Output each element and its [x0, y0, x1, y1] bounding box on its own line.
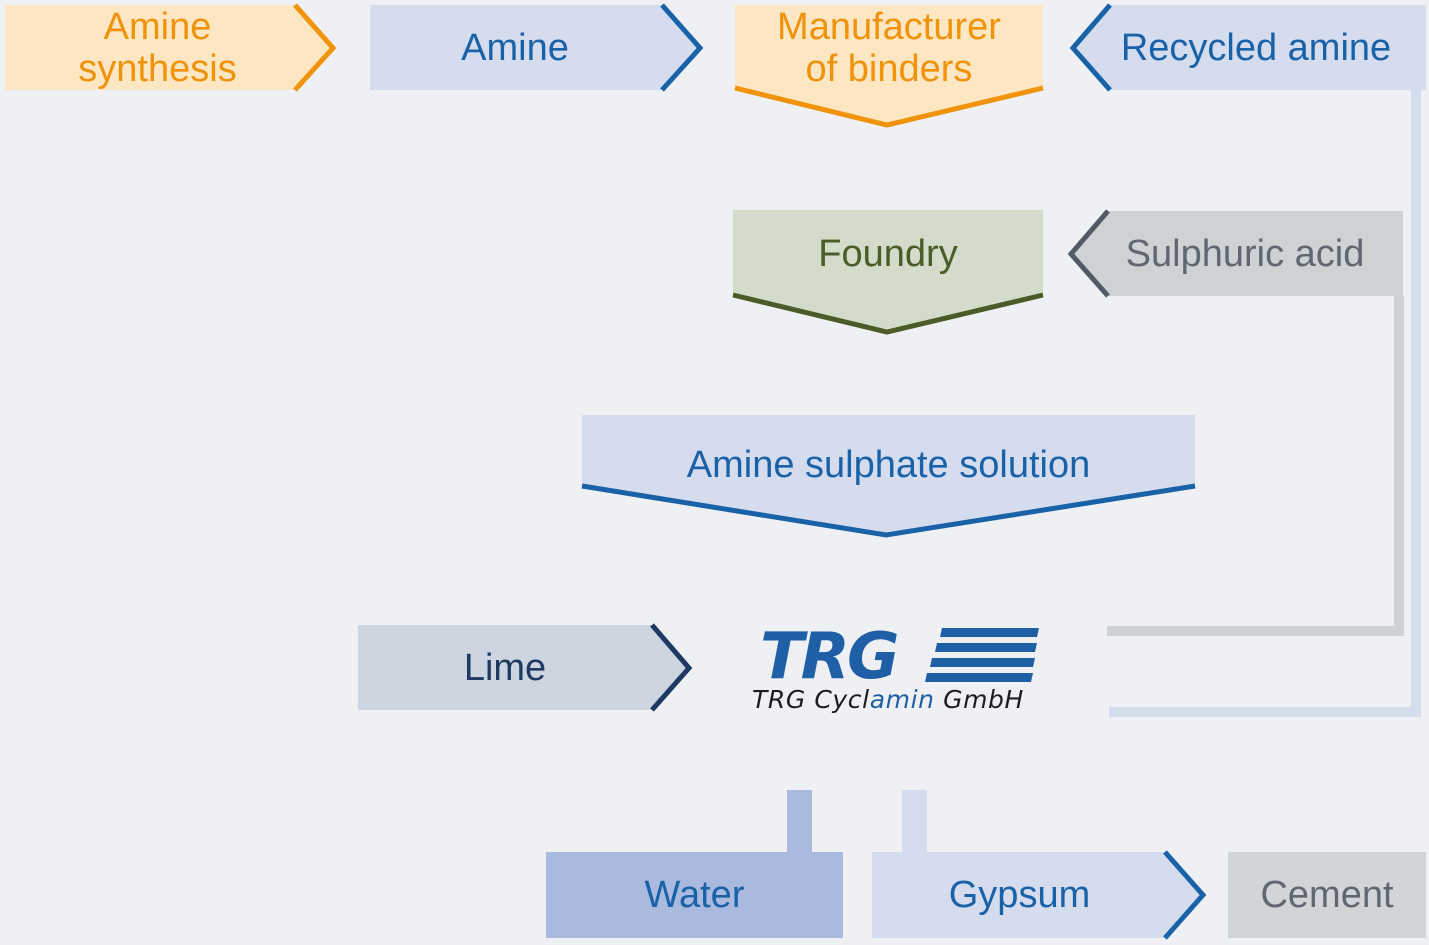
node-gypsum-label: Gypsum [948, 874, 1091, 916]
node-recycled-amine-shape [1069, 3, 1426, 92]
node-manufacturer-label: Manufacturer of binders [777, 5, 1001, 90]
company-name-suffix: GmbH [934, 685, 1024, 714]
node-sulphuric-acid-shape [1067, 209, 1403, 298]
node-water-label: Water [644, 874, 745, 916]
node-lime-shape [358, 623, 693, 712]
node-amine-label: Amine [461, 26, 569, 69]
gypsum-connector [902, 790, 927, 854]
node-manufacturer-shape [734, 5, 1044, 128]
node-cement-label: Cement [1260, 874, 1394, 916]
node-amine-synthesis-label: Amine synthesis [78, 5, 237, 90]
node-water-shape [546, 852, 843, 938]
node-foundry-shape [732, 210, 1044, 335]
trg-logo-mark: TRG [760, 622, 1039, 688]
trg-logo-stripes [925, 628, 1039, 682]
node-sulphuric-acid-label: Sulphuric acid [1125, 232, 1365, 275]
node-recycled-amine-label: Recycled amine [1120, 26, 1392, 69]
node-amine-synthesis-shape [5, 3, 337, 92]
node-lime-label: Lime [463, 646, 547, 689]
node-cement-shape [1228, 852, 1426, 938]
company-name-prefix: TRG Cycl [752, 685, 870, 714]
water-connector [787, 790, 812, 854]
node-gypsum-shape [872, 850, 1207, 940]
trg-logo-wordmark: TRG [760, 622, 897, 688]
node-amine-sulphate-label: Amine sulphate solution [686, 443, 1091, 486]
node-foundry-label: Foundry [818, 232, 958, 275]
trg-logo: TRG TRG Cyclamin GmbH [752, 622, 1052, 722]
recycled-amine-return-line [1109, 90, 1421, 717]
sulphuric-acid-return-line [1107, 296, 1404, 636]
trg-company-name: TRG Cyclamin GmbH [752, 685, 1024, 714]
company-name-accent: amin [869, 685, 935, 714]
node-amine-shape [370, 3, 704, 92]
node-amine-sulphate-shape [581, 415, 1196, 538]
